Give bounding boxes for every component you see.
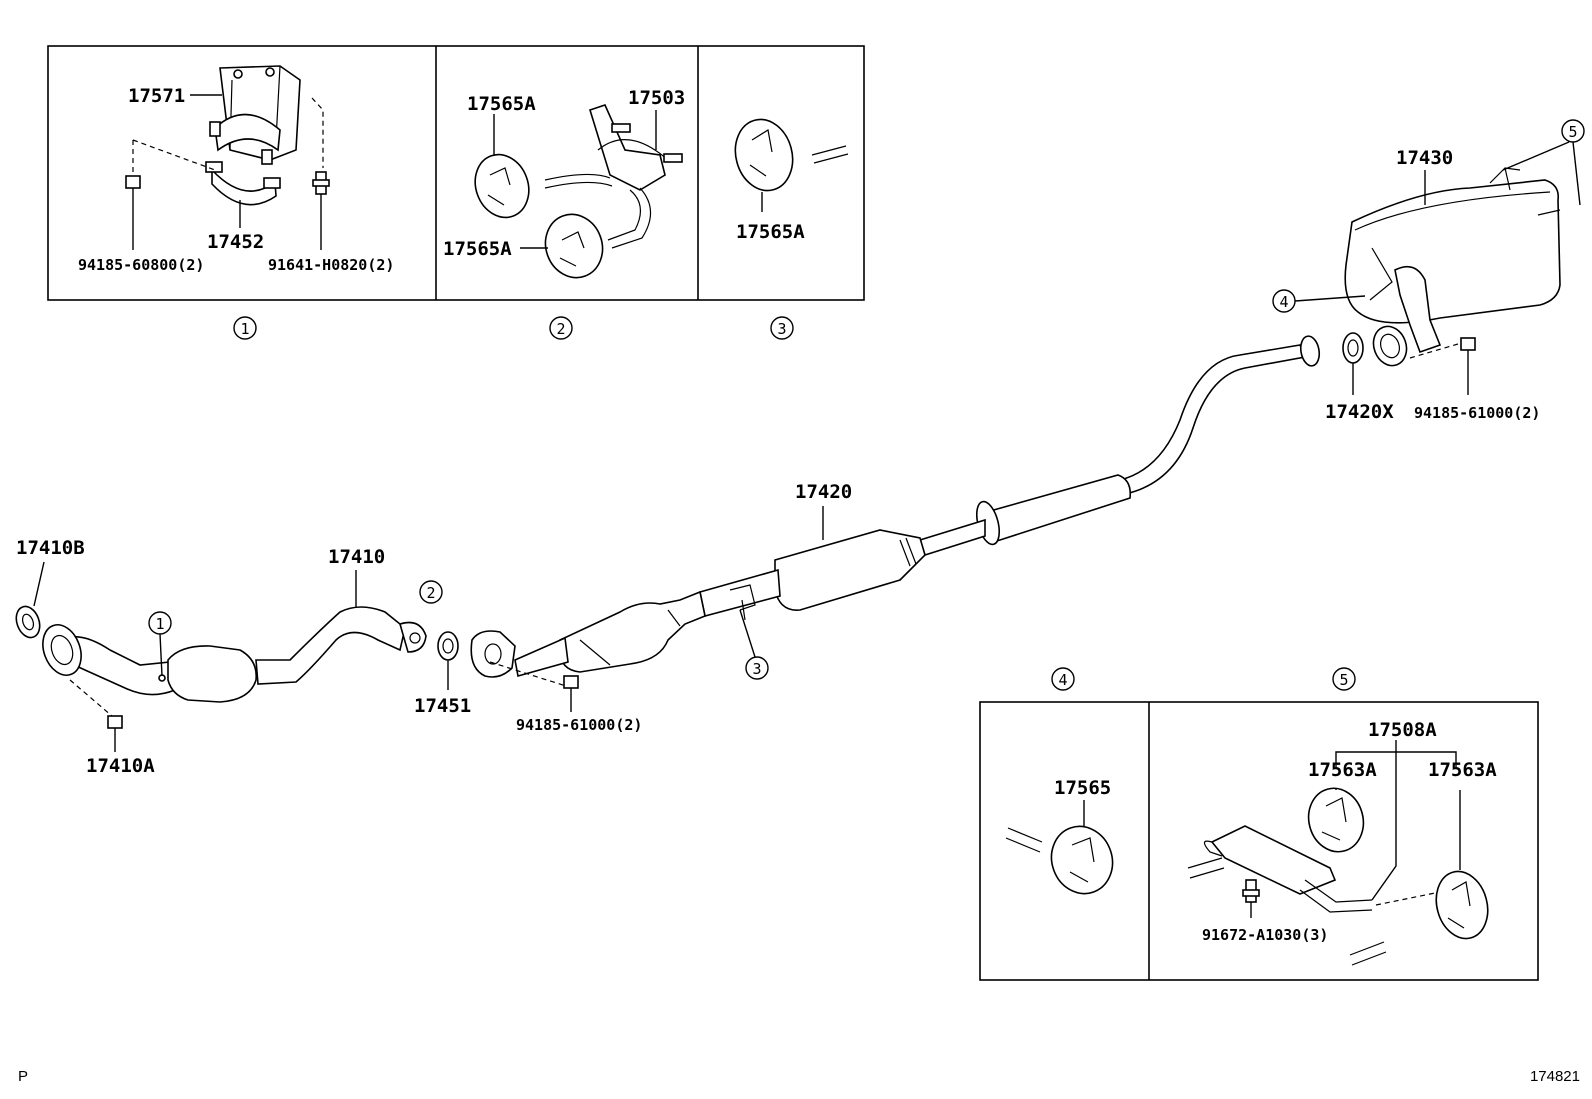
nut-94185-61000-front: [489, 661, 579, 712]
bolt-91641-h0820: [311, 97, 330, 250]
label-17565a-3: 17565A: [736, 221, 805, 243]
inset-box-top: [47, 45, 865, 301]
label-17563a-2: 17563A: [1428, 759, 1497, 781]
callout-pipe-3: 3: [739, 609, 769, 680]
hanger-bracket-17503: [544, 104, 683, 249]
tail-muffler-17430: [1344, 167, 1561, 354]
insulator-17565: [1005, 800, 1114, 895]
gasket-17410b: [15, 561, 45, 639]
svg-text:2: 2: [426, 584, 435, 602]
label-17410b: 17410B: [16, 537, 85, 559]
nut-94185-61000-muffler: [1409, 337, 1476, 395]
label-91672-a1030: 91672-A1030(3): [1202, 926, 1328, 944]
label-17430: 17430: [1396, 147, 1453, 169]
callout-box-5: 5: [1332, 667, 1356, 691]
insulator-17565a-top: [474, 153, 530, 219]
svg-text:5: 5: [1568, 123, 1577, 141]
svg-text:5: 5: [1339, 671, 1348, 689]
label-17565a-1: 17565A: [467, 93, 536, 115]
insulator-17565a-bottom: [544, 213, 604, 279]
svg-text:4: 4: [1279, 293, 1288, 311]
label-94185-61000-b: 94185-61000(2): [516, 716, 642, 734]
corner-mark-left: P: [18, 1068, 28, 1085]
callout-box-4: 4: [1051, 667, 1075, 691]
callout-pipe-2: 2: [419, 580, 443, 604]
muffler-inlet-flange: [1372, 325, 1408, 367]
label-17503: 17503: [628, 87, 685, 109]
callout-pipe-1: 1: [148, 611, 172, 677]
callout-muffler-5: 5: [1502, 119, 1585, 206]
label-91641-h0820: 91641-H0820(2): [268, 256, 394, 274]
svg-text:1: 1: [155, 615, 164, 633]
svg-text:3: 3: [752, 660, 761, 678]
label-94185-60800: 94185-60800(2): [78, 256, 204, 274]
insulator-17563a-right: [1349, 870, 1489, 966]
label-17451: 17451: [414, 695, 471, 717]
gasket-17420x: [1342, 332, 1364, 395]
svg-text:3: 3: [777, 320, 786, 338]
label-17420: 17420: [795, 481, 852, 503]
label-17410a: 17410A: [86, 755, 155, 777]
center-exhaust-pipe-17420: [699, 335, 1321, 621]
label-17563a-1: 17563A: [1308, 759, 1377, 781]
hanger-bracket-17571: [209, 65, 301, 165]
nut-17410a: [69, 679, 123, 752]
hanger-bracket-17508a: [1187, 825, 1441, 913]
label-17508a: 17508A: [1368, 719, 1437, 741]
insulator-17565a-single: [734, 118, 849, 192]
bolt-91672-a1030: [1242, 879, 1260, 918]
diagram-id: 174821: [1530, 1068, 1580, 1085]
nut-94185-60800: [125, 139, 216, 250]
front-exhaust-pipe-17410: [42, 606, 427, 703]
insulator-17563a-left: [1307, 787, 1365, 853]
svg-text:1: 1: [240, 320, 249, 338]
label-17565a-2: 17565A: [443, 238, 512, 260]
clamp-17452: [205, 161, 281, 206]
svg-text:4: 4: [1058, 671, 1067, 689]
callout-muffler-4: 4: [1272, 289, 1366, 313]
label-17420x: 17420X: [1325, 401, 1394, 423]
svg-text:2: 2: [556, 320, 565, 338]
label-17452: 17452: [207, 231, 264, 253]
label-17571: 17571: [128, 85, 185, 107]
label-94185-61000-a: 94185-61000(2): [1414, 404, 1540, 422]
gasket-17451: [437, 631, 459, 690]
label-17410: 17410: [328, 546, 385, 568]
inset-box-bottom: [979, 701, 1539, 981]
front-catalytic-section: [470, 590, 706, 678]
callout-box-2: 2: [549, 316, 573, 340]
callout-box-1: 1: [233, 316, 257, 340]
label-17565: 17565: [1054, 777, 1111, 799]
callout-box-3: 3: [770, 316, 794, 340]
